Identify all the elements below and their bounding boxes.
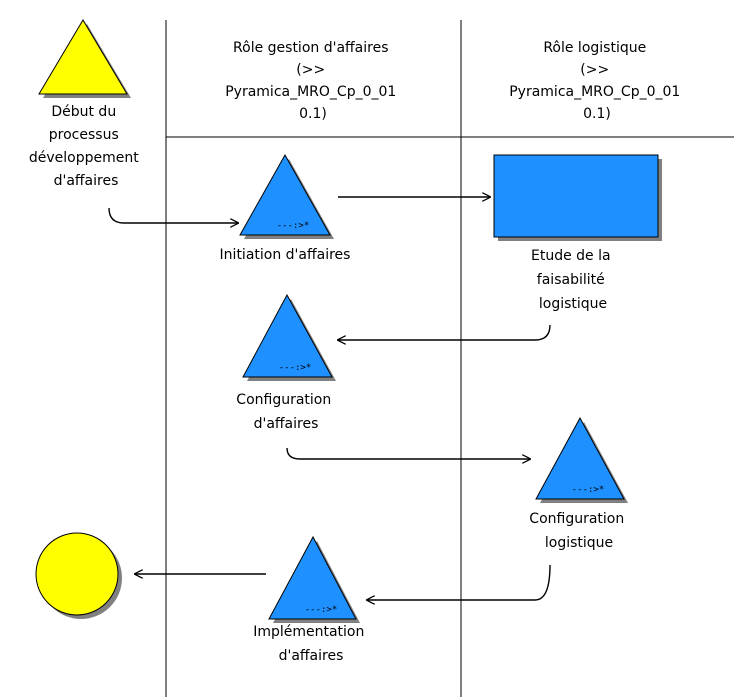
log-config-label: Configuration logistique <box>529 511 628 551</box>
feasibility-task-box <box>493 154 659 238</box>
subprocess-marker-icon: ---:>* <box>277 221 310 231</box>
biz-config-triangle-icon <box>242 293 333 378</box>
start-triangle-icon <box>38 19 128 95</box>
feasibility-label: Etude de la faisabilité logistique <box>531 248 615 312</box>
activity-initiation[interactable]: ---:>* Initiation d'affaires <box>220 153 351 263</box>
activity-implementation[interactable]: ---:>* Implémentation d'affaires <box>253 535 369 664</box>
implementation-triangle-icon <box>268 535 357 620</box>
end-circle-icon <box>35 532 119 616</box>
lane-header-logistics: Rôle logistique (>> Pyramica_MRO_Cp_0_01… <box>509 40 685 122</box>
implementation-label: Implémentation d'affaires <box>253 624 369 664</box>
start-event[interactable]: Début du processus développement d'affai… <box>29 19 143 189</box>
start-event-label: Début du processus développement d'affai… <box>29 104 143 189</box>
connector-biz-config-to-log-config <box>286 447 530 459</box>
connector-log-config-to-implementation <box>367 564 551 600</box>
activity-log-config[interactable]: ---:>* Configuration logistique <box>529 416 628 551</box>
initiation-label: Initiation d'affaires <box>220 247 351 263</box>
connector-start-to-initiation <box>108 207 238 223</box>
activity-biz-config[interactable]: ---:>* Configuration d'affaires <box>236 293 336 432</box>
connectors <box>108 197 551 600</box>
activity-feasibility[interactable]: Etude de la faisabilité logistique <box>493 154 662 312</box>
subprocess-marker-icon: ---:>* <box>572 485 605 495</box>
connector-feasibility-to-biz-config <box>338 324 551 340</box>
swimlane-grid <box>165 20 734 697</box>
biz-config-label: Configuration d'affaires <box>236 392 335 432</box>
lane-header-business: Rôle gestion d'affaires (>> Pyramica_MRO… <box>225 40 401 122</box>
initiation-triangle-icon <box>239 153 331 236</box>
end-event[interactable] <box>35 532 122 619</box>
subprocess-marker-icon: ---:>* <box>279 363 312 373</box>
log-config-triangle-icon <box>535 416 625 500</box>
subprocess-marker-icon: ---:>* <box>305 605 338 615</box>
